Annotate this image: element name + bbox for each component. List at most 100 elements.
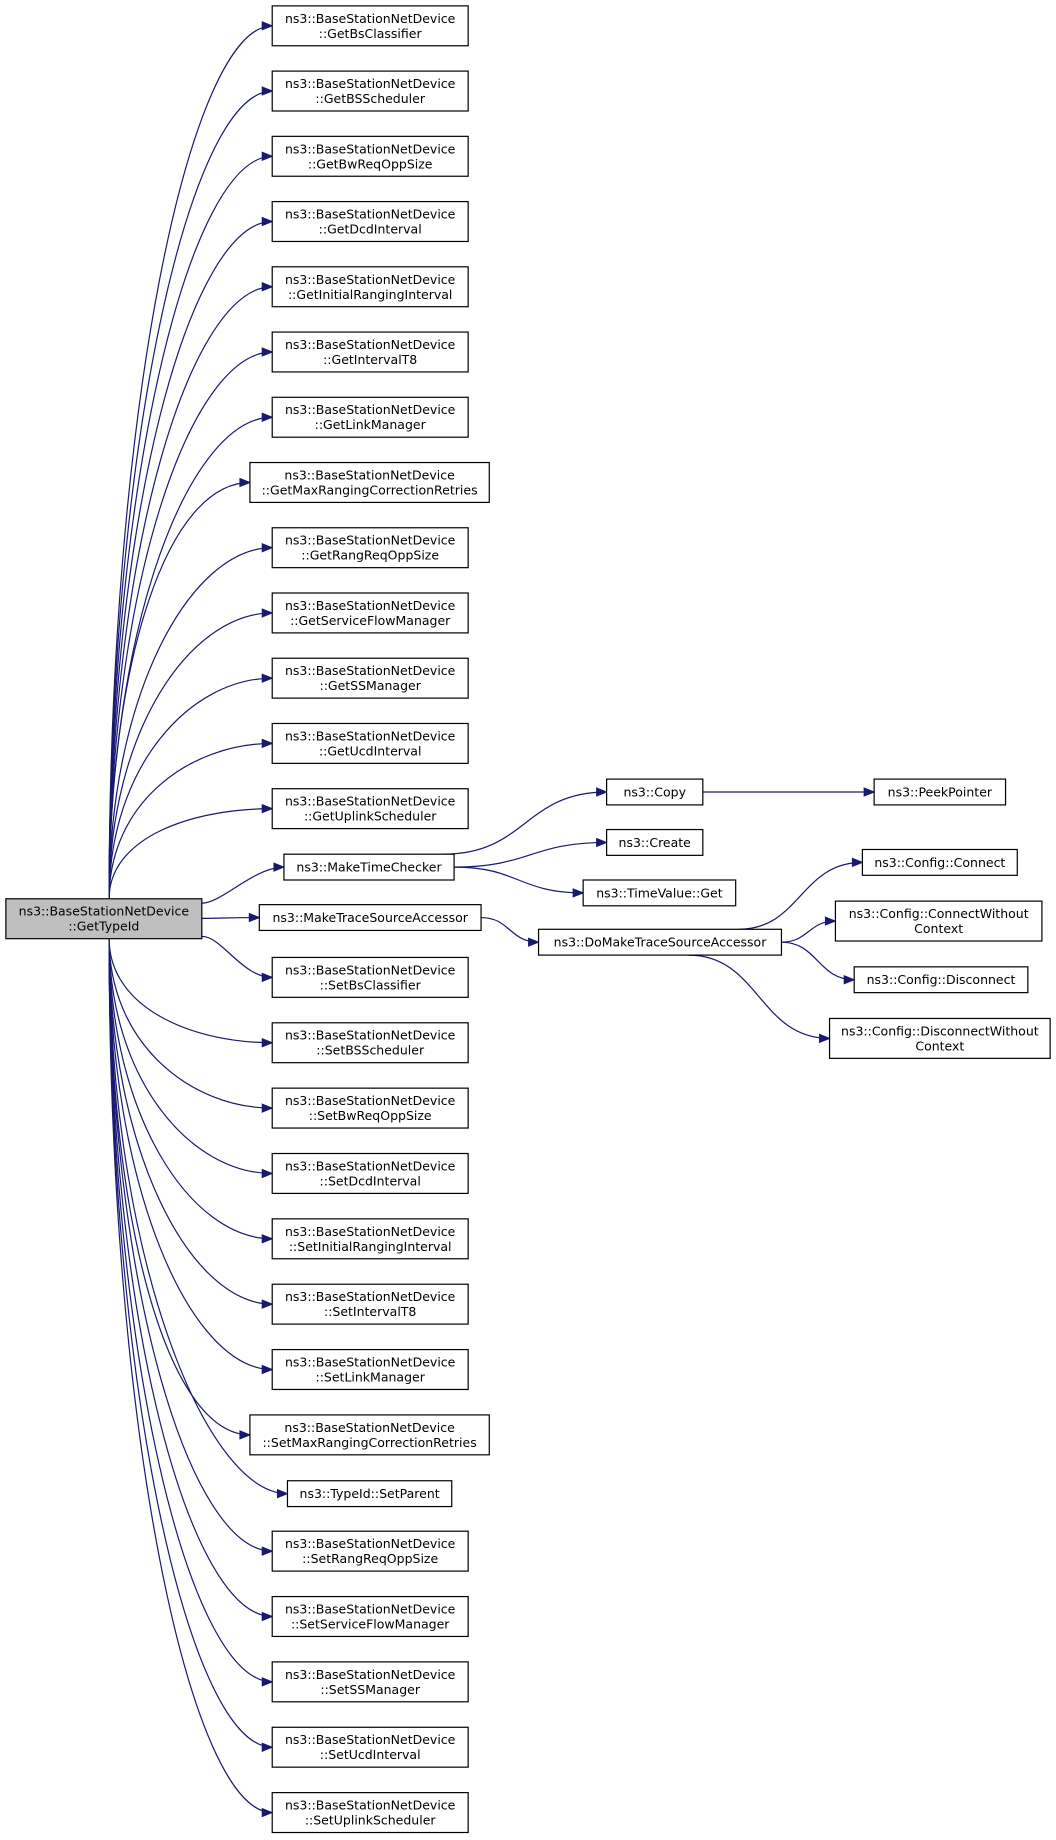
node-label: ns3::BaseStationNetDevice: [284, 467, 455, 482]
edge-root-to-setbsclassifier: [201, 935, 274, 983]
node-box: [271, 657, 469, 699]
edge-line: [108, 938, 273, 1748]
node-setbsclassifier[interactable]: ns3::BaseStationNetDevice::SetBsClassifi…: [271, 956, 469, 998]
node-label: ns3::MakeTraceSourceAccessor: [272, 910, 468, 925]
node-label: Context: [915, 1038, 964, 1053]
node-box: [271, 396, 469, 438]
edge-line: [454, 866, 584, 894]
node-peekpointer[interactable]: ns3::PeekPointer: [873, 778, 1007, 806]
edge-line: [108, 808, 273, 899]
node-box: [606, 778, 704, 806]
edge-root-to-setintervalt8: [108, 938, 274, 1309]
edge-line: [108, 547, 273, 899]
edge-maketimechecker-to-create: [454, 837, 608, 868]
node-setbsscheduler[interactable]: ns3::BaseStationNetDevice::SetBSSchedule…: [271, 1022, 469, 1064]
node-label: ns3::BaseStationNetDevice: [285, 1355, 456, 1370]
node-copy[interactable]: ns3::Copy: [606, 778, 704, 806]
node-label: ::SetLinkManager: [316, 1370, 426, 1385]
node-label: ns3::BaseStationNetDevice: [285, 1602, 456, 1617]
node-typeid-setparent[interactable]: ns3::TypeId::SetParent: [286, 1480, 453, 1508]
edge-line: [108, 938, 273, 1683]
node-label: ns3::BaseStationNetDevice: [285, 1028, 456, 1043]
edge-root-to-getuplinkscheduler: [108, 803, 274, 899]
node-getbsclassifier[interactable]: ns3::BaseStationNetDevice::GetBsClassifi…: [271, 5, 469, 47]
node-getucdinterval[interactable]: ns3::BaseStationNetDevice::GetUcdInterva…: [271, 722, 469, 764]
arrow-head: [824, 916, 837, 926]
node-setintervalt8[interactable]: ns3::BaseStationNetDevice::SetIntervalT8: [271, 1283, 469, 1325]
node-box: [271, 722, 469, 764]
edge-root-to-typeid-setparent: [108, 938, 289, 1499]
edge-root-to-getintervalt8: [108, 347, 274, 899]
node-setucdinterval[interactable]: ns3::BaseStationNetDevice::SetUcdInterva…: [271, 1726, 469, 1768]
node-label: ns3::BaseStationNetDevice: [285, 663, 456, 678]
edge-line: [108, 351, 273, 899]
edge-line: [108, 938, 273, 1240]
node-getbwreqoppsize[interactable]: ns3::BaseStationNetDevice::GetBwReqOppSi…: [271, 135, 469, 177]
node-box: [271, 266, 469, 308]
node-box: [271, 135, 469, 177]
arrow-head: [528, 937, 540, 947]
arrow-head: [261, 1546, 274, 1556]
node-maketimechecker[interactable]: ns3::MakeTimeChecker: [283, 853, 455, 881]
node-create[interactable]: ns3::Create: [606, 828, 704, 856]
node-getmaxrangingcorrectionretries[interactable]: ns3::BaseStationNetDevice::GetMaxRanging…: [249, 461, 490, 504]
edge-line: [108, 938, 273, 1044]
arrow-head: [261, 1364, 274, 1375]
edge-root-to-setinitialranginginterval: [108, 938, 274, 1244]
node-config-connect[interactable]: ns3::Config::Connect: [861, 848, 1018, 876]
node-getinitialranginginterval[interactable]: ns3::BaseStationNetDevice::GetInitialRan…: [271, 266, 469, 308]
node-label: ::SetUplinkScheduler: [305, 1813, 437, 1828]
node-label: ::SetSSManager: [320, 1682, 420, 1697]
edge-root-to-getserviceflowmanager: [108, 608, 274, 899]
node-getuplinkscheduler[interactable]: ns3::BaseStationNetDevice::GetUplinkSche…: [271, 788, 469, 830]
node-box: [271, 1348, 469, 1391]
node-box: [834, 900, 1043, 942]
node-timevalue-get[interactable]: ns3::TimeValue::Get: [582, 879, 737, 907]
edge-copy-to-peekpointer: [702, 787, 876, 797]
node-setmaxrangingcorrectionretries[interactable]: ns3::BaseStationNetDevice::SetMaxRanging…: [249, 1414, 490, 1456]
node-setserviceflowmanager[interactable]: ns3::BaseStationNetDevice::SetServiceFlo…: [271, 1595, 469, 1638]
node-label: ::SetIntervalT8: [324, 1304, 416, 1319]
node-setdcdinterval[interactable]: ns3::BaseStationNetDevice::SetDcdInterva…: [271, 1152, 469, 1194]
node-box: [873, 778, 1007, 806]
edge-root-to-getmaxrangingcorrectionretries: [108, 477, 252, 899]
node-getdcdinterval[interactable]: ns3::BaseStationNetDevice::GetDcdInterva…: [271, 200, 469, 243]
node-box: [582, 879, 737, 907]
node-setinitialranginginterval[interactable]: ns3::BaseStationNetDevice::SetInitialRan…: [271, 1218, 469, 1260]
node-domaketracesourceaccessor[interactable]: ns3::DoMakeTraceSourceAccessor: [537, 928, 783, 956]
edge-root-to-getbsscheduler: [108, 86, 274, 899]
edge-domaketracesourceaccessor-to-config-disconnectwithoutcontext: [688, 954, 831, 1044]
node-config-disconnect[interactable]: ns3::Config::Disconnect: [853, 966, 1029, 994]
node-label: ns3::BaseStationNetDevice: [285, 1667, 456, 1682]
edge-line: [201, 866, 284, 904]
node-setuplinkscheduler[interactable]: ns3::BaseStationNetDevice::SetUplinkSche…: [271, 1792, 469, 1834]
node-getlinkmanager[interactable]: ns3::BaseStationNetDevice::GetLinkManage…: [271, 396, 469, 438]
node-getrangreqoppsize[interactable]: ns3::BaseStationNetDevice::GetRangReqOpp…: [271, 527, 469, 569]
edge-line: [108, 938, 288, 1495]
edges-layer: [108, 21, 876, 1818]
node-box: [271, 1087, 469, 1129]
node-setssmanager[interactable]: ns3::BaseStationNetDevice::SetSSManager: [271, 1661, 469, 1703]
node-label: ::GetUplinkScheduler: [304, 809, 437, 824]
node-getintervalt8[interactable]: ns3::BaseStationNetDevice::GetIntervalT8: [271, 331, 469, 373]
arrow-head: [261, 1299, 274, 1309]
edge-root-to-getdcdinterval: [108, 216, 274, 899]
node-box: [271, 1283, 469, 1325]
node-getssmanager[interactable]: ns3::BaseStationNetDevice::GetSSManager: [271, 657, 469, 699]
node-setlinkmanager[interactable]: ns3::BaseStationNetDevice::SetLinkManage…: [271, 1348, 469, 1391]
node-getserviceflowmanager[interactable]: ns3::BaseStationNetDevice::GetServiceFlo…: [271, 592, 469, 634]
node-getbsscheduler[interactable]: ns3::BaseStationNetDevice::GetBSSchedule…: [271, 70, 469, 112]
node-setrangreqoppsize[interactable]: ns3::BaseStationNetDevice::SetRangReqOpp…: [271, 1530, 469, 1572]
arrow-head: [596, 837, 608, 848]
node-box: [271, 1726, 469, 1768]
node-maketracesourceaccessor[interactable]: ns3::MakeTraceSourceAccessor: [258, 904, 482, 932]
nodes-layer: ns3::BaseStationNetDevice::GetTypeIdns3:…: [5, 5, 1051, 1834]
node-root[interactable]: ns3::BaseStationNetDevice::GetTypeId: [5, 898, 203, 940]
arrow-head: [261, 1807, 274, 1818]
node-setbwreqoppsize[interactable]: ns3::BaseStationNetDevice::SetBwReqOppSi…: [271, 1087, 469, 1129]
arrow-head: [261, 282, 274, 292]
arrow-head: [261, 673, 274, 683]
edge-root-to-getssmanager: [108, 673, 274, 899]
